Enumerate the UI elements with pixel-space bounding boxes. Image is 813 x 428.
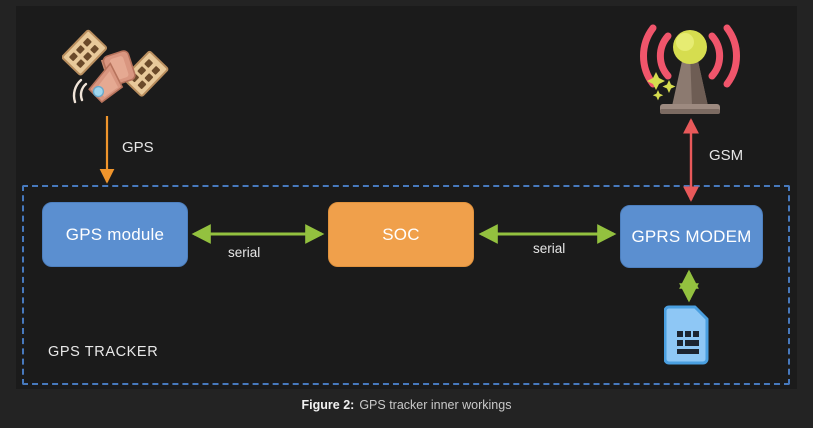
node-gprs-modem[interactable]: GPRS MODEM [620, 205, 763, 268]
edge-label-gps: GPS [122, 139, 154, 156]
edge-label-serial-right: serial [533, 241, 566, 256]
node-gprs-modem-label: GPRS MODEM [631, 226, 752, 246]
figure-caption-text: GPS tracker inner workings [359, 398, 512, 412]
figure-caption-number: Figure 2: [301, 398, 355, 412]
satellite-icon [62, 29, 169, 104]
node-soc[interactable]: SOC [328, 202, 474, 267]
edge-label-gsm: GSM [709, 147, 744, 164]
gps-tracker-boundary [22, 185, 790, 385]
node-gps-module-label: GPS module [65, 224, 165, 244]
gps-tracker-boundary-label: GPS TRACKER [48, 344, 159, 360]
node-gps-module[interactable]: GPS module [42, 202, 188, 267]
sim-card-icon [664, 305, 709, 365]
node-soc-label: SOC [382, 224, 420, 244]
edge-label-serial-left: serial [228, 245, 261, 260]
figure-caption: Figure 2: GPS tracker inner workings [0, 398, 813, 412]
cell-tower-icon [640, 24, 740, 114]
